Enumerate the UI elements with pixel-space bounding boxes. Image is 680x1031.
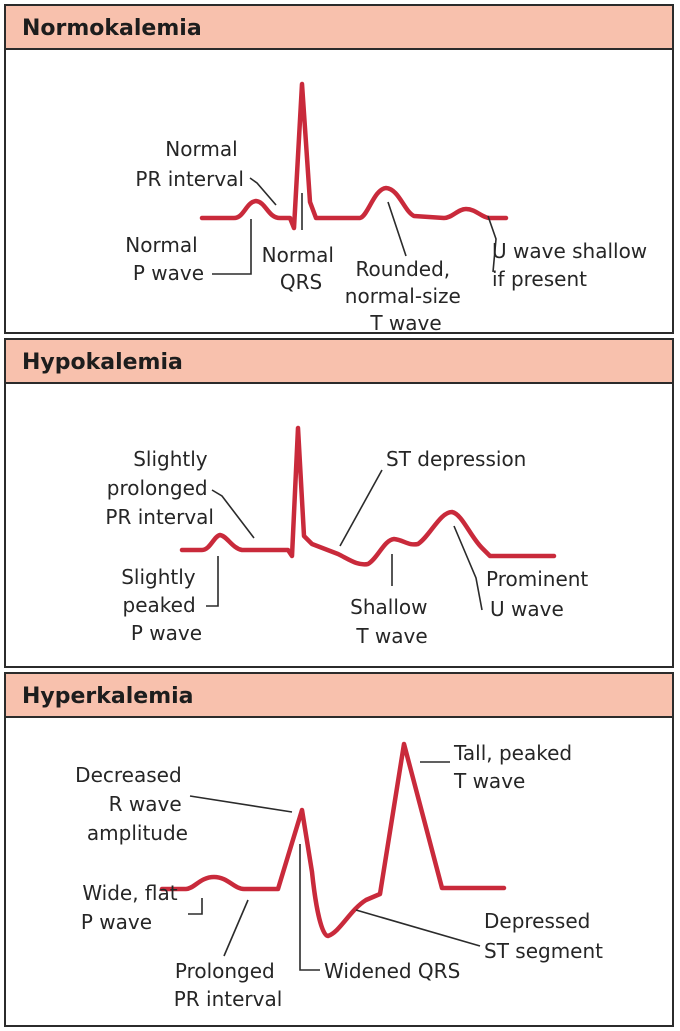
panel-title: Normokalemia [22, 16, 202, 41]
label-normal-p-wave: Normal P wave [125, 233, 204, 285]
label-normal-pr-interval: Normal PR interval [135, 137, 244, 191]
ecg-diagram-hypokalemia: Slightly prolonged PR interval Slightly … [105, 425, 595, 648]
leader-wide-p [188, 898, 203, 915]
ecg-trace [179, 425, 557, 567]
label-st-depression: ST depression [386, 447, 526, 471]
panel-title: Hypokalemia [22, 350, 183, 375]
panel-title: Hyperkalemia [22, 684, 194, 709]
leader-decreased-r [189, 795, 293, 813]
panel-header: Normokalemia [6, 6, 672, 50]
ecg-trace [199, 81, 509, 231]
leader-prominent-u [453, 525, 483, 611]
label-u-wave-shallow: U wave shallow if present [492, 239, 654, 291]
label-slightly-peaked-p: Slightly peaked P wave [121, 565, 202, 645]
panel-hypokalemia: Hypokalemia Slightly prolonged PR interv… [4, 338, 674, 668]
label-rounded-t-wave: Rounded, normal-size T wave [345, 257, 467, 335]
leader-depressed-st [355, 909, 481, 947]
label-wide-flat-p-wave: Wide, flat P wave [81, 881, 184, 934]
label-prominent-u-wave: Prominent U wave [486, 567, 595, 621]
panel-header: Hyperkalemia [6, 674, 672, 718]
label-decreased-r-wave: Decreased R wave amplitude [75, 763, 188, 845]
leader-st-depression [339, 469, 383, 547]
label-shallow-t-wave: Shallow T wave [350, 595, 434, 648]
leader-prolonged-pr [211, 489, 255, 539]
label-prolonged-pr-interval: Prolonged PR interval [174, 959, 283, 1011]
panel-normokalemia: Normokalemia Normal PR interval Normal P… [4, 4, 674, 335]
panel-header: Hypokalemia [6, 340, 672, 384]
panel-hyperkalemia: Hyperkalemia Decreased R wave amplitude … [4, 672, 674, 1027]
label-depressed-st-segment: Depressed ST segment [484, 909, 603, 963]
leader-u-wave [487, 215, 497, 273]
label-tall-peaked-t-wave: Tall, peaked T wave [453, 741, 578, 793]
label-normal-qrs: Normal QRS [262, 243, 341, 294]
ecg-trace [159, 741, 507, 939]
leader-prolonged-pr [223, 899, 249, 957]
leader-t-wave [387, 201, 407, 257]
leader-peaked-p [206, 556, 219, 607]
label-widened-qrs: Widened QRS [324, 959, 460, 983]
leader-widened-qrs [299, 844, 320, 971]
ecg-diagram-normokalemia: Normal PR interval Normal P wave Normal … [125, 81, 654, 335]
leader-pr-interval [249, 177, 277, 206]
label-slightly-prolonged-pr: Slightly prolonged PR interval [105, 447, 214, 529]
ecg-diagram-hyperkalemia: Decreased R wave amplitude Wide, flat P … [75, 741, 603, 1011]
leader-p-wave [212, 219, 252, 275]
